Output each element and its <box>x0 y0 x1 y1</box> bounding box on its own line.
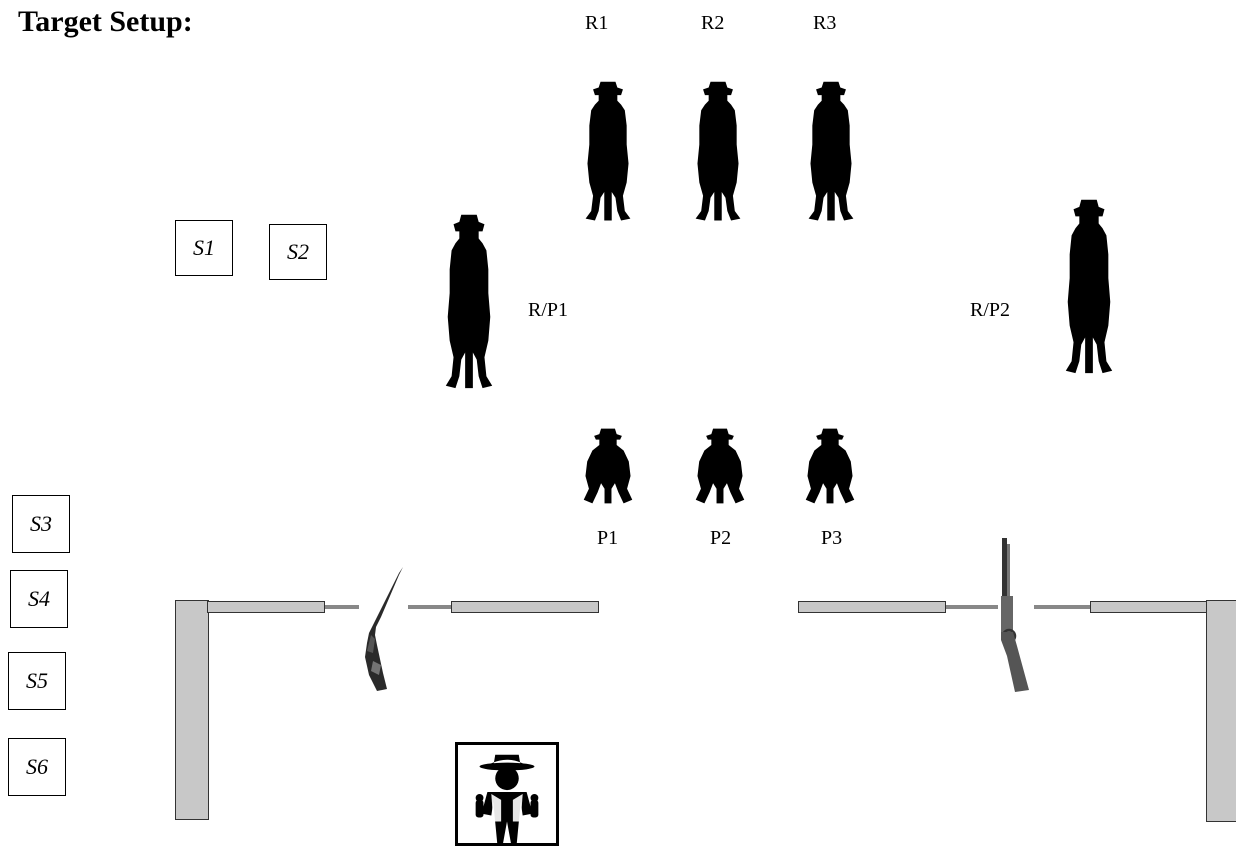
shotgun-target-s2: S2 <box>269 224 327 280</box>
label-r3: R3 <box>813 12 837 34</box>
label-rp1: R/P1 <box>528 299 569 321</box>
shotgun-target-s5: S5 <box>8 652 66 710</box>
target-rp2-silhouette-icon <box>1060 195 1118 385</box>
label-p1: P1 <box>597 527 619 549</box>
right-rail-1 <box>946 605 998 609</box>
left-table-segment-1 <box>207 601 325 613</box>
left-rail-2 <box>408 605 452 609</box>
label-rp2: R/P2 <box>970 299 1011 321</box>
target-rp1-silhouette-icon <box>440 210 498 400</box>
right-table-segment-2 <box>1090 601 1208 613</box>
shotgun-target-s3: S3 <box>12 495 70 553</box>
cowboy-shooter-start-box <box>455 742 559 846</box>
right-wall <box>1206 600 1236 822</box>
target-p1-silhouette-icon <box>582 425 634 507</box>
label-r2: R2 <box>701 12 725 34</box>
target-p2-silhouette-icon <box>694 425 746 507</box>
page-title: Target Setup: <box>18 5 193 38</box>
cowboy-shooter-icon <box>475 754 539 843</box>
left-rail-1 <box>325 605 359 609</box>
label-p2: P2 <box>710 527 732 549</box>
target-p3-silhouette-icon <box>804 425 856 507</box>
shotgun-target-s1: S1 <box>175 220 233 276</box>
target-r2-silhouette-icon <box>690 78 746 230</box>
target-r1-silhouette-icon <box>580 78 636 230</box>
right-table-segment-1 <box>798 601 946 613</box>
left-wall <box>175 600 209 820</box>
label-p3: P3 <box>821 527 843 549</box>
left-table-segment-2 <box>451 601 599 613</box>
label-r1: R1 <box>585 12 609 34</box>
shotgun-icon <box>355 565 407 693</box>
rifle-icon <box>993 536 1037 694</box>
shotgun-target-s6: S6 <box>8 738 66 796</box>
shotgun-target-s4: S4 <box>10 570 68 628</box>
right-rail-2 <box>1034 605 1092 609</box>
target-r3-silhouette-icon <box>803 78 859 230</box>
